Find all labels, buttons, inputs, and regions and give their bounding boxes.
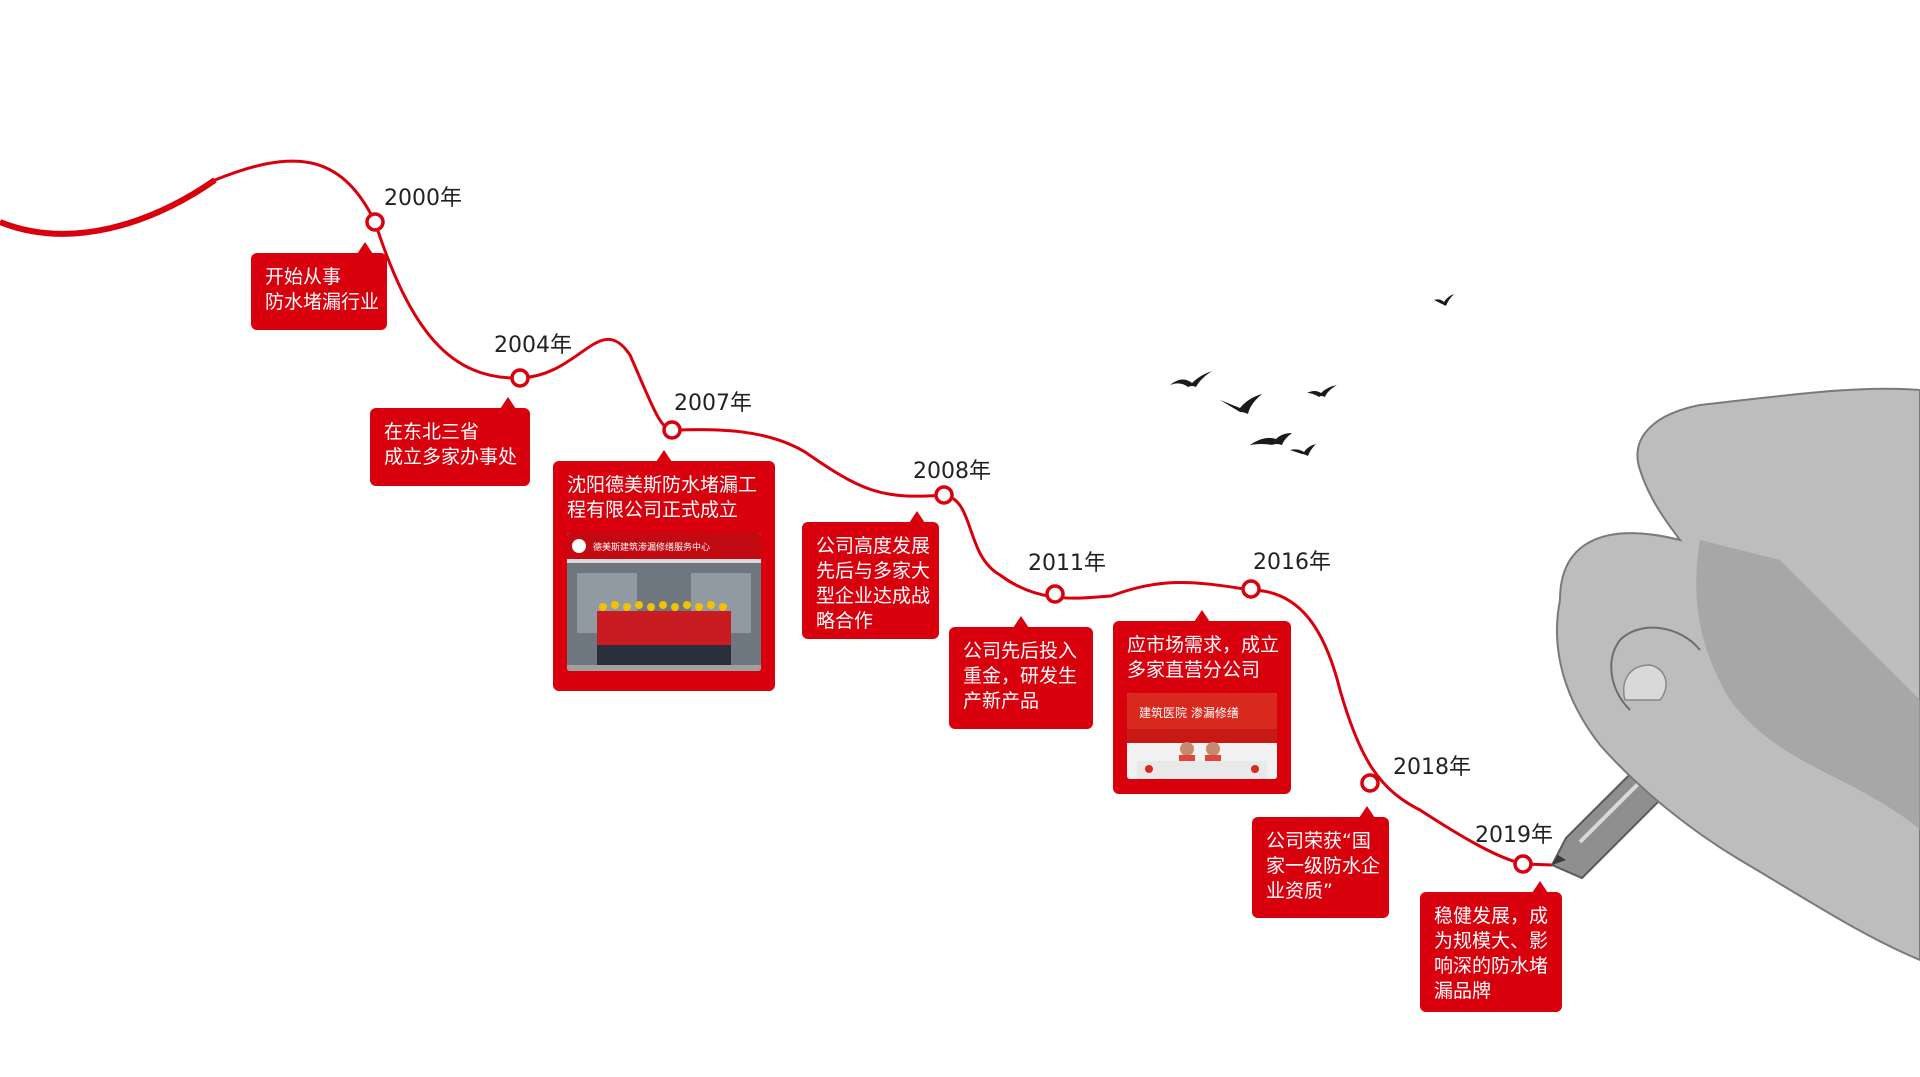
card-text: 为规模大、影 (1434, 930, 1549, 952)
card-text: 多家直营分公司 (1127, 659, 1261, 681)
card-text: 公司先后投入 (963, 640, 1078, 662)
bird-icon (1434, 294, 1454, 306)
card-text: 漏品牌 (1434, 980, 1492, 1002)
year-label-2018: 2018年 (1393, 755, 1471, 780)
card-text: 开始从事 (265, 266, 342, 288)
card-text: 产新产品 (963, 690, 1040, 712)
milestone-card-2011: 公司先后投入 重金，研发生 产新产品 (949, 616, 1093, 729)
node-2019 (1513, 854, 1533, 874)
hand-with-pen-illustration (1550, 387, 1920, 962)
year-label-2007: 2007年 (674, 391, 752, 416)
node-2000 (365, 212, 385, 232)
birds-illustration (1170, 294, 1454, 456)
card-text: 业资质” (1266, 880, 1333, 902)
card-text: 公司荣获“国 (1266, 830, 1371, 852)
branch-office-photo: 建筑医院 渗漏修缮 (1127, 693, 1277, 779)
node-2004 (510, 368, 530, 388)
card-text: 成立多家办事处 (384, 446, 518, 468)
year-label-2000: 2000年 (384, 186, 462, 211)
timeline-curve-start-thick (0, 177, 217, 237)
node-2018 (1360, 773, 1380, 793)
milestone-card-2016: 应市场需求，成立 多家直营分公司 建筑医院 渗漏修缮 (1113, 610, 1291, 794)
milestone-card-2007: 沈阳德美斯防水堵漏工 程有限公司正式成立 德美斯建筑渗漏修缮服务中心 (553, 450, 775, 691)
bird-icon (1290, 444, 1316, 456)
node-2007 (662, 420, 682, 440)
year-label-2019: 2019年 (1475, 823, 1553, 848)
bird-icon (1250, 433, 1292, 445)
node-2008 (934, 485, 954, 505)
card-text: 型企业达成战 (816, 585, 931, 607)
card-text: 沈阳德美斯防水堵漏工 (567, 474, 758, 496)
node-2016 (1241, 579, 1261, 599)
timeline-curve (0, 159, 1553, 867)
timeline-nodes (365, 212, 1533, 874)
node-2011 (1045, 584, 1065, 604)
milestone-card-2000: 开始从事 防水堵漏行业 (251, 242, 387, 330)
card-text: 先后与多家大 (816, 560, 931, 582)
year-label-2016: 2016年 (1253, 550, 1331, 575)
card-text: 防水堵漏行业 (265, 291, 380, 313)
company-storefront-photo: 德美斯建筑渗漏修缮服务中心 (567, 533, 761, 671)
storefront-sign: 德美斯建筑渗漏修缮服务中心 (593, 541, 710, 553)
year-label-2004: 2004年 (494, 333, 572, 358)
year-label-2011: 2011年 (1028, 551, 1106, 576)
pen-tip (1552, 855, 1566, 865)
milestone-card-2008: 公司高度发展 先后与多家大 型企业达成战 略合作 (802, 511, 939, 639)
bird-icon (1220, 394, 1262, 414)
card-text: 稳健发展，成 (1434, 905, 1549, 927)
milestone-card-2019: 稳健发展，成 为规模大、影 响深的防水堵 漏品牌 (1420, 881, 1562, 1012)
card-text: 应市场需求，成立 (1127, 634, 1280, 656)
card-text: 略合作 (816, 610, 874, 632)
hand-shading (1696, 540, 1920, 830)
branch-sign: 建筑医院 渗漏修缮 (1139, 705, 1239, 720)
bird-icon (1307, 385, 1337, 397)
bird-icon (1170, 371, 1212, 387)
milestone-card-2004: 在东北三省 成立多家办事处 (370, 397, 530, 486)
card-text: 在东北三省 (384, 421, 480, 443)
branch-photo: 建筑医院 渗漏修缮 (1127, 693, 1277, 779)
card-text: 家一级防水企 (1266, 855, 1381, 877)
year-label-2008: 2008年 (913, 459, 991, 484)
thumb-outline (1610, 626, 1701, 711)
card-text: 重金，研发生 (963, 665, 1078, 687)
card-text: 响深的防水堵 (1434, 955, 1549, 977)
milestone-card-2018: 公司荣获“国 家一级防水企 业资质” (1252, 806, 1389, 918)
thumbnail (1623, 664, 1667, 701)
storefront-photo: 德美斯建筑渗漏修缮服务中心 (567, 533, 761, 671)
card-text: 程有限公司正式成立 (567, 499, 739, 521)
card-text: 公司高度发展 (816, 535, 931, 557)
